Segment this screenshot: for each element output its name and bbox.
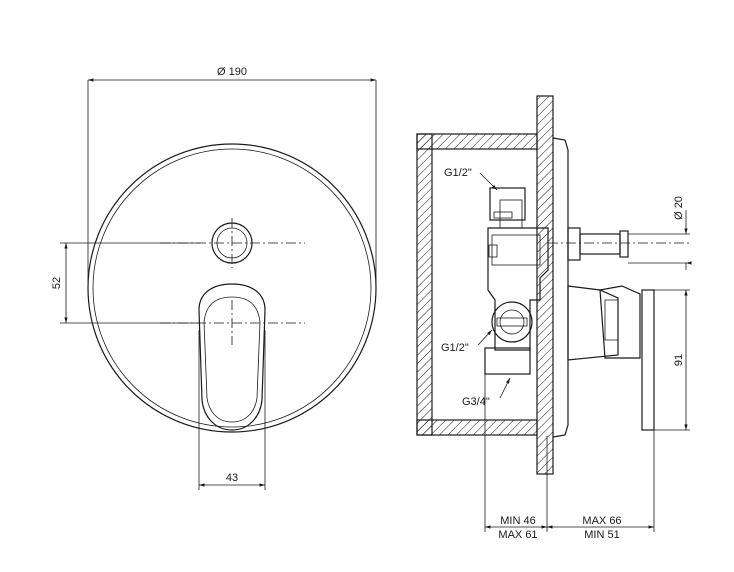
cover-plate-inner — [92, 148, 372, 428]
lever-width-label: 43 — [226, 472, 238, 484]
bottom-inlet-ring — [491, 301, 533, 343]
depth-dimensions: MIN 46 MAX 61 MAX 66 MIN 51 — [484, 374, 655, 541]
depth-left-min: MIN 46 — [500, 515, 535, 527]
mounting-wall-section — [536, 95, 554, 475]
side-view: G1/2" G1/2" G3/4" Ø 20 91 MIN 46 MAX — [416, 95, 690, 541]
spout-diameter-label: Ø 20 — [673, 196, 685, 220]
cover-plate-outer — [87, 143, 377, 433]
diameter-dimension: Ø 190 — [87, 66, 377, 285]
outlet-fitting — [484, 347, 531, 375]
spacing-dimension: 52 — [51, 242, 200, 324]
lever-width-dimension: 43 — [198, 330, 266, 490]
depth-right-min: MIN 51 — [584, 529, 619, 541]
escutcheon-plate — [552, 137, 569, 438]
spout-diameter-dimension: Ø 20 — [673, 196, 686, 270]
diverter-spindle — [548, 227, 690, 264]
front-view: Ø 190 52 43 — [51, 66, 377, 490]
top-inlet-fitting — [489, 187, 526, 221]
thread-annotations: G1/2" G1/2" G3/4" — [441, 167, 511, 408]
outlet-label: G3/4" — [462, 396, 490, 408]
inlet-bottom-label: G1/2" — [441, 342, 469, 354]
wall-box-section — [416, 95, 554, 475]
inlet-top-label: G1/2" — [444, 167, 472, 179]
diameter-label: Ø 190 — [217, 66, 247, 78]
valve-body — [484, 187, 549, 375]
spacing-label: 52 — [51, 277, 63, 289]
lever-handle-inner — [203, 296, 261, 423]
handle-height-label: 91 — [673, 354, 685, 366]
lever-handle-outer — [198, 283, 266, 431]
depth-right-max: MAX 66 — [582, 515, 621, 527]
lever-side — [567, 285, 690, 431]
depth-left-max: MAX 61 — [498, 529, 537, 541]
lever-blade-side — [641, 289, 655, 431]
handle-height-dimension: 91 — [673, 290, 688, 430]
